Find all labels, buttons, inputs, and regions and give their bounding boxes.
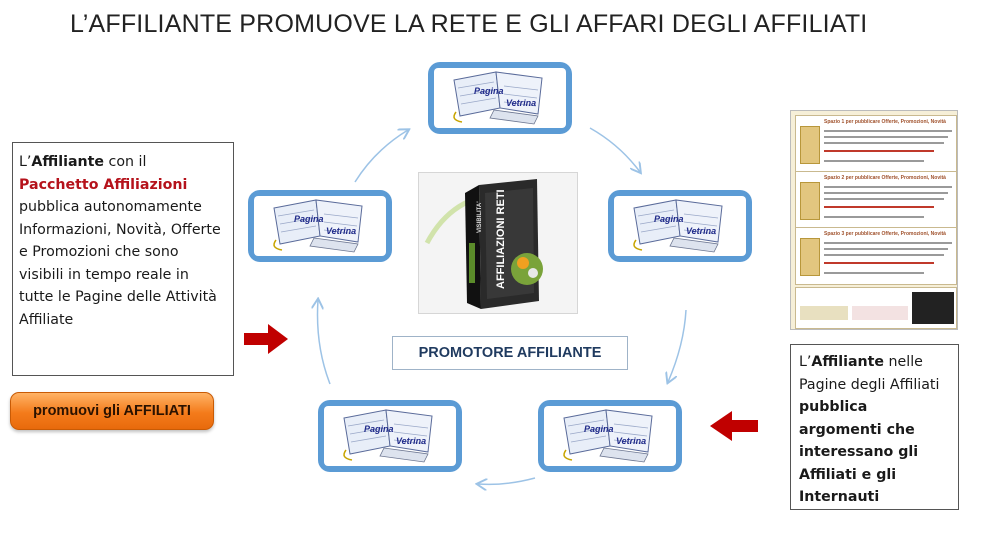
right-description-box: L’Affiliante nelle Pagine degli Affiliat…: [790, 344, 959, 510]
book-word-1: Pagina: [654, 214, 684, 224]
cycle-arrow-bottom: [478, 477, 536, 484]
video-thumb-icon: [912, 292, 954, 324]
book-word-2: Vetrina: [686, 226, 717, 236]
book-icon: [343, 409, 433, 463]
book-keyboard-image: Pagina Vetrina: [544, 406, 676, 466]
thumb-row-title: Spazio 1 per pubblicare Offerte, Promozi…: [824, 119, 946, 125]
book-word-2: Vetrina: [616, 436, 647, 446]
node-left: Pagina Vetrina: [248, 190, 392, 262]
product-thumb-icon: [800, 182, 820, 220]
page-preview-thumbnail: Spazio 1 per pubblicare Offerte, Promozi…: [790, 110, 958, 330]
thumb-row: Spazio 2 per pubblicare Offerte, Promozi…: [795, 171, 957, 229]
book-word-1: Pagina: [584, 424, 614, 434]
book-keyboard-image: Pagina Vetrina: [324, 406, 456, 466]
product-name: AFFILIAZIONI RETI: [495, 189, 507, 289]
product-brand: VISIBILITA': [477, 201, 483, 233]
page-title: L’AFFILIANTE PROMUOVE LA RETE E GLI AFFA…: [70, 10, 868, 38]
thumb-footer: [795, 287, 957, 329]
left-text-body: pubblica autonomamente Informazioni, Nov…: [19, 199, 221, 328]
product-box-image: VISIBILITA' AFFILIAZIONI RETI: [418, 172, 578, 314]
product-thumb-icon: [800, 126, 820, 164]
book-word-1: Pagina: [364, 424, 394, 434]
red-arrow-left-icon: [710, 411, 758, 441]
book-icon: [453, 71, 543, 125]
node-bottom-right: Pagina Vetrina: [538, 400, 682, 472]
book-icon: [563, 409, 653, 463]
book-keyboard-image: Pagina Vetrina: [434, 68, 566, 128]
cycle-arrow-right: [668, 309, 687, 382]
book-keyboard-image: Pagina Vetrina: [614, 196, 746, 256]
cycle-arrow-top-left: [354, 130, 408, 183]
book-word-1: Pagina: [474, 86, 504, 96]
thumb-row: Spazio 1 per pubblicare Offerte, Promozi…: [795, 115, 957, 173]
book-icon: [633, 199, 723, 253]
left-text-prefix: L’: [19, 154, 32, 170]
left-text-suffix: con il: [104, 154, 147, 170]
book-keyboard-image: Pagina Vetrina: [254, 196, 386, 256]
node-bottom-left: Pagina Vetrina: [318, 400, 462, 472]
right-text-middle: nelle Pagine degli Affiliati: [799, 354, 940, 393]
right-text-bold-rest: pubblica argomenti che interessano gli A…: [799, 399, 919, 505]
node-top: Pagina Vetrina: [428, 62, 572, 134]
left-description-box: L’Affiliante con il Pacchetto Affiliazio…: [12, 142, 234, 376]
promotore-affiliante-label: PROMOTORE AFFILIANTE: [392, 336, 628, 370]
book-word-1: Pagina: [294, 214, 324, 224]
book-word-2: Vetrina: [396, 436, 427, 446]
book-word-2: Vetrina: [326, 226, 357, 236]
software-box-icon: [424, 179, 543, 309]
right-text-bold: Affiliante: [811, 354, 885, 370]
red-arrow-right-icon: [244, 324, 288, 354]
node-right: Pagina Vetrina: [608, 190, 752, 262]
cycle-arrow-left: [318, 300, 331, 385]
left-text-bold: Affiliante: [31, 154, 105, 170]
product-thumb-icon: [800, 238, 820, 276]
book-word-2: Vetrina: [506, 98, 537, 108]
promuovi-affiliati-button[interactable]: promuovi gli AFFILIATI: [10, 392, 214, 430]
cycle-arrow-top-right: [589, 127, 640, 172]
right-text-prefix: L’: [799, 354, 812, 370]
thumb-row-title: Spazio 3 per pubblicare Offerte, Promozi…: [824, 231, 946, 237]
thumb-row: Spazio 3 per pubblicare Offerte, Promozi…: [795, 227, 957, 285]
pacchetto-affiliazioni-text: Pacchetto Affiliazioni: [19, 176, 188, 193]
thumb-row-title: Spazio 2 per pubblicare Offerte, Promozi…: [824, 175, 946, 181]
book-icon: [273, 199, 363, 253]
